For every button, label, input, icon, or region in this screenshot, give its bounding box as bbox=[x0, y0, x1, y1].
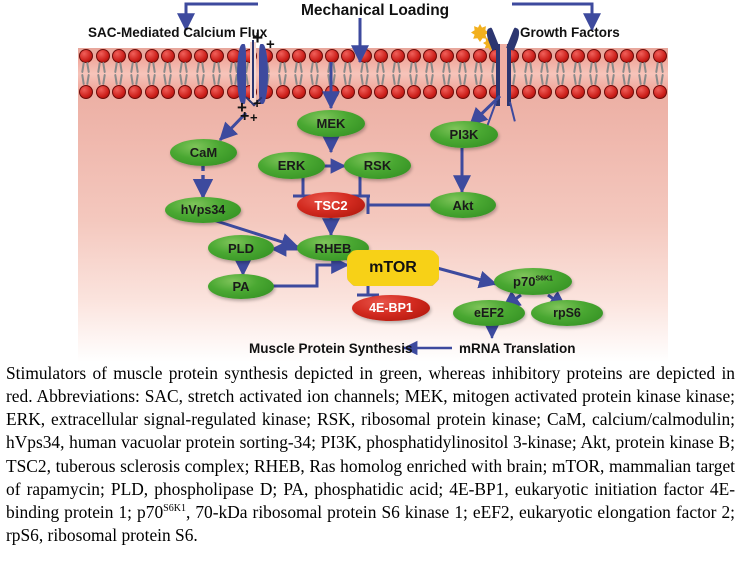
lipid-head bbox=[209, 84, 225, 100]
node-akt-label: Akt bbox=[452, 197, 474, 213]
lipid-head bbox=[78, 84, 94, 100]
lipid-head bbox=[94, 84, 110, 100]
node-pi3k-label: PI3K bbox=[449, 127, 479, 142]
receptor-stalk bbox=[496, 44, 511, 106]
lipid-head bbox=[373, 84, 389, 100]
lipid-head bbox=[455, 84, 471, 100]
lipid-head bbox=[553, 84, 569, 100]
lipid-head bbox=[422, 84, 438, 100]
node-cam[interactable]: CaM bbox=[170, 139, 237, 166]
label-muscle-protein-synthesis: Muscle Protein Synthesis bbox=[249, 341, 413, 356]
lipid-head bbox=[652, 84, 668, 100]
lipid-head bbox=[340, 84, 356, 100]
label-mrna-translation: mRNA Translation bbox=[459, 341, 576, 356]
lipid-head bbox=[619, 84, 635, 100]
node-mek[interactable]: MEK bbox=[297, 110, 365, 137]
node-4ebp1[interactable]: 4E-BP1 bbox=[352, 295, 430, 321]
stretch-activated-channel-icon bbox=[232, 40, 274, 108]
ion-plus-symbol: + bbox=[266, 36, 275, 53]
lipid-head bbox=[537, 84, 553, 100]
node-mtor-label: mTOR bbox=[369, 259, 417, 276]
lipid-head bbox=[439, 84, 455, 100]
node-akt[interactable]: Akt bbox=[430, 192, 496, 218]
node-rheb-label: RHEB bbox=[314, 240, 352, 256]
figure-caption: Stimulators of muscle protein synthesis … bbox=[6, 362, 735, 547]
node-rsk[interactable]: RSK bbox=[344, 152, 411, 179]
channel-lobe-right bbox=[259, 44, 268, 104]
lipid-head bbox=[357, 84, 373, 100]
node-rps6-label: rpS6 bbox=[553, 305, 581, 320]
label-sac-mediated-calcium-flux: SAC-Mediated Calcium Flux bbox=[88, 25, 268, 40]
lipid-head bbox=[193, 84, 209, 100]
node-p70s6k1[interactable]: p70S6K1 bbox=[494, 268, 572, 295]
label-growth-factors: Growth Factors bbox=[520, 25, 620, 40]
node-mek-label: MEK bbox=[316, 116, 346, 131]
ion-plus-symbol: + bbox=[252, 28, 264, 49]
growth-factor-receptor-icon bbox=[484, 27, 522, 127]
lipid-head bbox=[521, 84, 537, 100]
lipid-head bbox=[635, 84, 651, 100]
ion-plus-symbol: + bbox=[237, 98, 247, 117]
node-erk-label: ERK bbox=[277, 158, 306, 173]
node-hvps34-label: hVps34 bbox=[180, 202, 226, 217]
caption-part-2: , 70-kDa ribosomal protein S6 kinase 1; … bbox=[6, 501, 735, 545]
node-tsc2-label: TSC2 bbox=[314, 197, 348, 213]
node-4ebp1-label: 4E-BP1 bbox=[369, 300, 413, 315]
node-hvps34[interactable]: hVps34 bbox=[165, 197, 241, 223]
lipid-head bbox=[406, 84, 422, 100]
membrane-heads-bottom bbox=[78, 84, 668, 100]
lipid-head bbox=[275, 84, 291, 100]
node-pa[interactable]: PA bbox=[208, 274, 274, 299]
lipid-head bbox=[389, 84, 405, 100]
node-pi3k[interactable]: PI3K bbox=[430, 121, 498, 148]
node-mtor[interactable]: mTOR bbox=[347, 250, 439, 286]
membrane-core bbox=[78, 58, 668, 90]
node-pld-label: PLD bbox=[228, 240, 254, 256]
caption-part-1: Stimulators of muscle protein synthesis … bbox=[6, 363, 735, 522]
ion-plus-symbol: + bbox=[253, 95, 262, 111]
label-mechanical-loading: Mechanical Loading bbox=[301, 2, 450, 19]
lipid-head bbox=[570, 84, 586, 100]
node-eef2[interactable]: eEF2 bbox=[453, 300, 525, 326]
lipid-head bbox=[603, 84, 619, 100]
lipid-head bbox=[144, 84, 160, 100]
node-eef2-label: eEF2 bbox=[474, 305, 504, 320]
growth-factor-ligand-icon bbox=[471, 24, 489, 42]
channel-needle bbox=[252, 40, 254, 98]
channel-lobe-left bbox=[237, 44, 246, 104]
signaling-pathway-diagram: + + + + + + SAC-Mediated Calcium Flux Me… bbox=[78, 2, 668, 362]
lipid-head bbox=[471, 84, 487, 100]
node-rps6[interactable]: rpS6 bbox=[531, 300, 603, 326]
node-cam-label: CaM bbox=[189, 145, 218, 160]
lipid-head bbox=[160, 84, 176, 100]
lipid-head bbox=[127, 84, 143, 100]
node-pld[interactable]: PLD bbox=[208, 235, 274, 261]
ion-plus-symbol: + bbox=[250, 110, 258, 125]
caption-superscript: S6K1 bbox=[163, 503, 186, 515]
lipid-head bbox=[586, 84, 602, 100]
lipid-head bbox=[291, 84, 307, 100]
plasma-membrane-bilayer bbox=[78, 48, 668, 100]
node-tsc2[interactable]: TSC2 bbox=[297, 192, 365, 218]
ion-plus-symbol: + bbox=[240, 108, 250, 125]
lipid-head bbox=[176, 84, 192, 100]
node-p70-superscript: S6K1 bbox=[535, 275, 553, 283]
node-erk[interactable]: ERK bbox=[258, 152, 325, 179]
node-pa-label: PA bbox=[232, 279, 250, 294]
node-p70s6k1-label: p70S6K1 bbox=[513, 275, 553, 288]
node-p70-base: p70 bbox=[513, 274, 536, 289]
node-rsk-label: RSK bbox=[363, 158, 392, 173]
lipid-head bbox=[111, 84, 127, 100]
